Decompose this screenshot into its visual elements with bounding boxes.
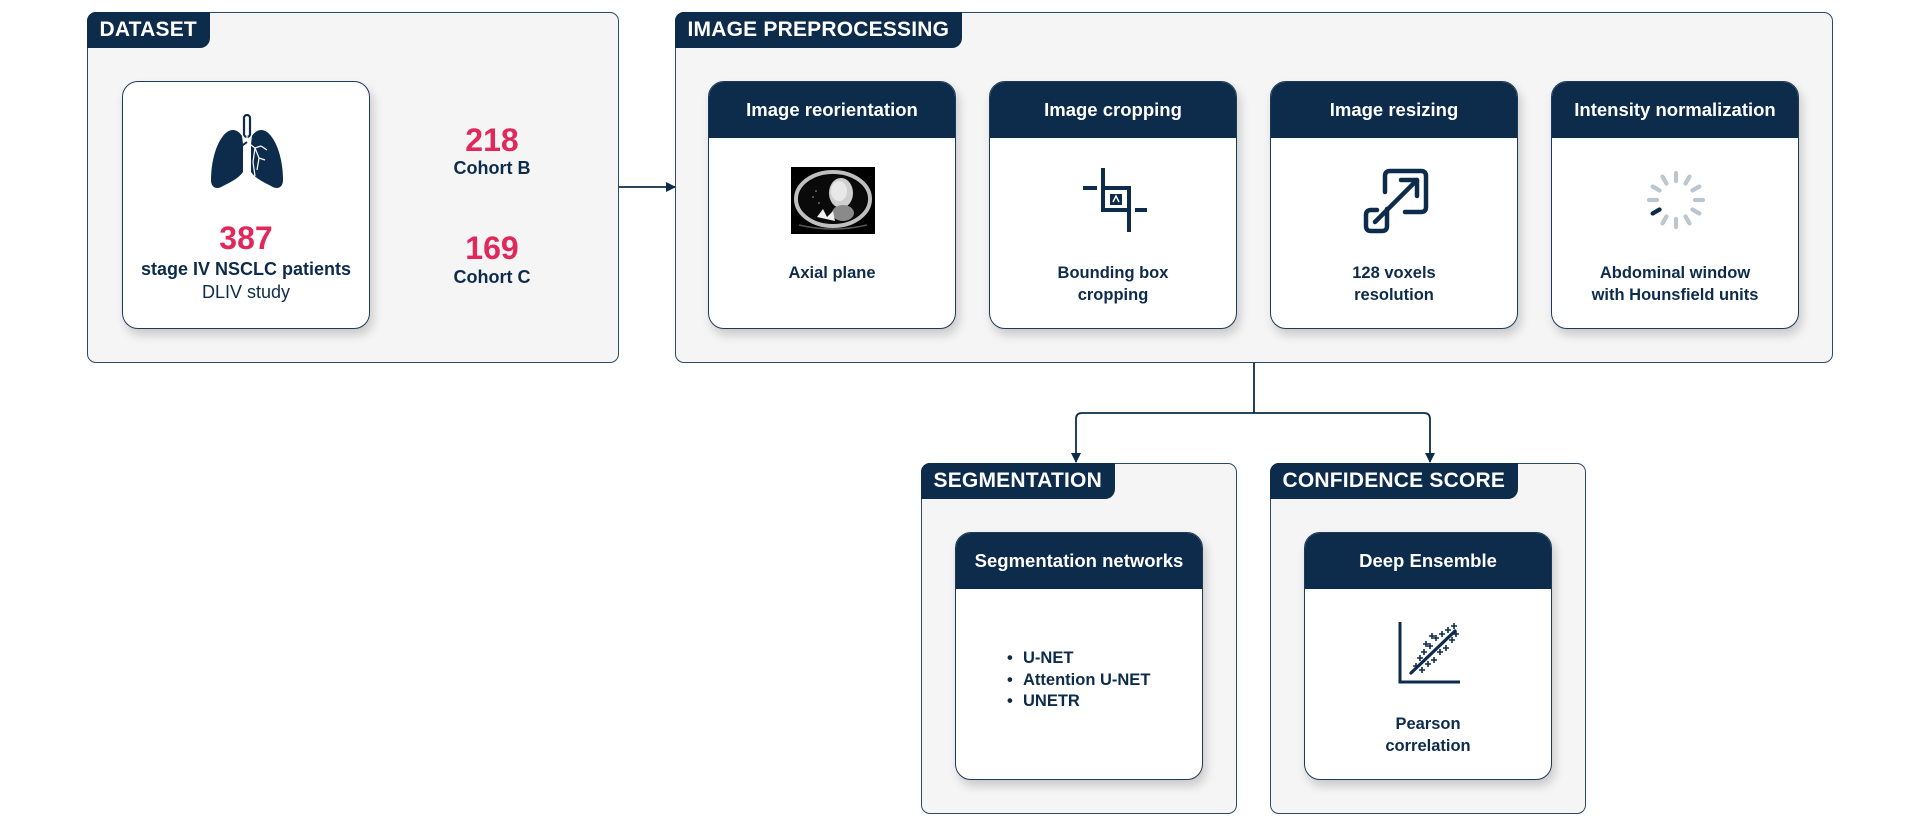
step-card-cropping: Image cropping Bounding box cropping [989,81,1237,329]
scatter-point [1451,623,1457,629]
crop-icon [1083,168,1147,232]
spinner-spoke [1683,214,1692,226]
spinner-spoke [1683,174,1692,186]
scatter-point [1449,637,1455,643]
network-item: Attention U-NET [1007,670,1150,692]
scatter-correlation-icon [1398,622,1460,684]
connector-to-confidence [1254,412,1435,463]
step-caption: 128 voxels resolution [1271,262,1517,306]
step-title: Intensity normalization [1552,82,1798,138]
scatter-point [1425,661,1431,667]
cohort-c-count: 169 [465,230,519,266]
preprocessing-panel-title: IMAGE PREPROCESSING [674,11,963,48]
segmentation-networks-card: Segmentation networks U-NET Attention U-… [955,532,1203,780]
confidence-panel-title: CONFIDENCE SCORE [1269,462,1519,499]
scatter-point [1437,649,1443,655]
dataset-total-count: 387 [219,220,273,256]
scatter-point [1419,667,1425,673]
caption-line: 128 voxels [1352,264,1436,282]
scatter-point [1445,627,1451,633]
resize-icon [1363,168,1429,234]
network-item: U-NET [1007,648,1150,670]
step-caption: Bounding box cropping [990,262,1236,306]
spinner-spoke [1660,174,1669,186]
cohort-b-label: Cohort B [453,158,531,178]
confidence-card-title: Deep Ensemble [1305,533,1551,589]
step-card-resizing: Image resizing 128 voxels resolution [1270,81,1518,329]
caption-line: correlation [1385,737,1471,755]
dataset-card: 387 stage IV NSCLC patients DLIV study [122,81,370,329]
spinner-spoke [1690,207,1702,216]
step-card-reorientation: Image reorientation Axial plane [708,81,956,329]
dataset-panel-title: DATASET [86,11,210,48]
step-caption: Axial plane [709,262,955,284]
cohort-c-label: Cohort C [453,267,531,287]
caption-line: Bounding box [1057,264,1169,282]
cohort-b-count: 218 [465,122,519,158]
step-title: Image reorientation [709,82,955,138]
scatter-point [1443,645,1449,651]
confidence-caption: Pearson correlation [1305,713,1551,757]
connector-to-segmentation [1071,412,1254,463]
scatter-point [1427,643,1433,649]
step-card-intensity-normalization: Intensity normalization Abdominal window… [1551,81,1799,329]
network-list: U-NET Attention U-NET UNETR [1007,648,1150,713]
scatter-point [1417,655,1423,661]
dataset-description: stage IV NSCLC patients [140,259,352,279]
lungs-icon [211,114,283,188]
step-title: Image resizing [1271,82,1517,138]
scatter-point [1431,657,1437,663]
deep-ensemble-card: Deep Ensemble Pearson correlation [1304,532,1552,780]
spinner-icon [1646,170,1706,230]
scatter-point [1429,633,1435,639]
caption-line: Abdominal window [1599,264,1751,282]
scatter-point [1439,631,1445,637]
scatter-point [1453,631,1459,637]
step-title: Image cropping [990,82,1236,138]
segmentation-card-title: Segmentation networks [956,533,1202,589]
step-caption: Abdominal window with Hounsfield units [1552,262,1798,306]
caption-line: Pearson [1395,715,1461,733]
spinner-spoke [1650,184,1662,193]
network-item: UNETR [1007,691,1150,713]
segmentation-panel-title: SEGMENTATION [920,462,1115,499]
spinner-spoke [1650,207,1662,216]
spinner-spoke [1690,184,1702,193]
spinner-spoke [1660,214,1669,226]
caption-line: cropping [1077,286,1149,304]
dataset-study-name: DLIV study [201,282,291,302]
ct-axial-image [791,167,875,234]
caption-line: with Hounsfield units [1591,286,1759,304]
scatter-point [1413,663,1419,669]
caption-line: resolution [1354,286,1434,304]
scatter-point [1421,649,1427,655]
scatter-point [1433,635,1439,641]
caption-line: Axial plane [788,264,876,282]
scatter-point [1423,641,1429,647]
